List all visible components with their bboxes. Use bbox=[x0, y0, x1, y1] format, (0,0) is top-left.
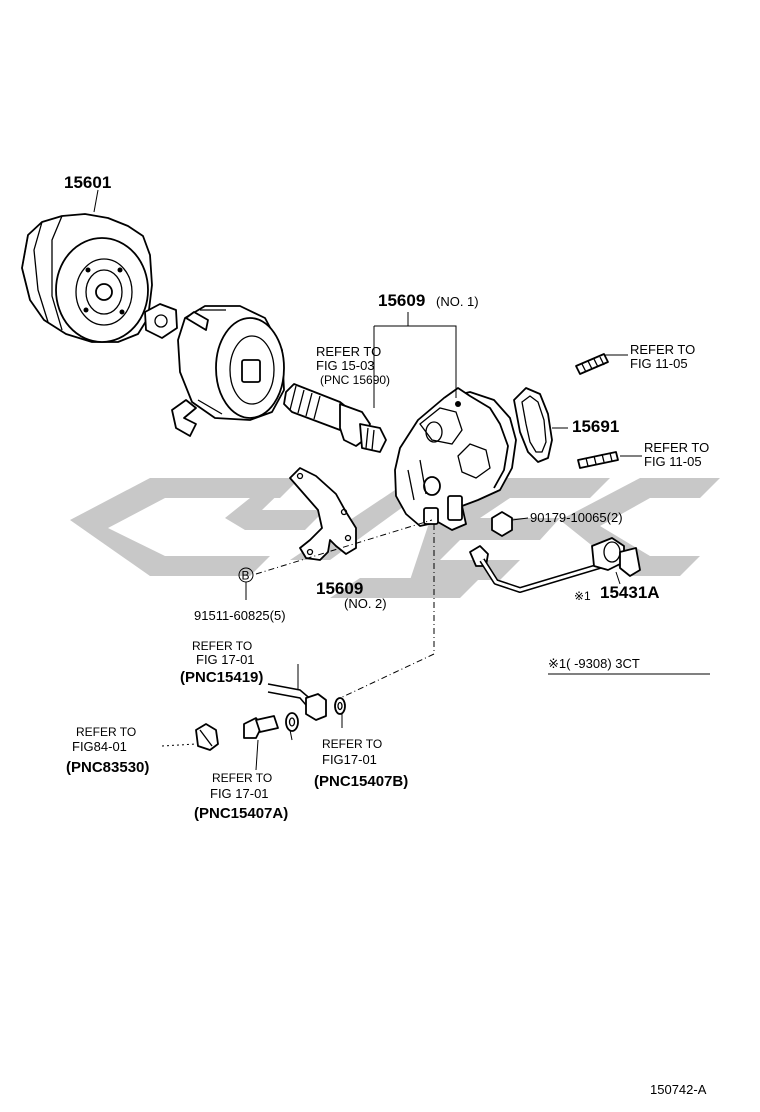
refer-fig-84-01-line2: FIG84-01 bbox=[72, 739, 127, 754]
callout-b: B bbox=[242, 569, 250, 583]
filter-bracket-no2-part[interactable] bbox=[289, 467, 357, 561]
nut-90179-part[interactable] bbox=[491, 511, 513, 537]
refer-fig-11-05-b-line1: REFER TO bbox=[644, 440, 709, 455]
gasket-part[interactable] bbox=[513, 387, 553, 463]
oil-filter-part[interactable] bbox=[21, 213, 153, 343]
refer-fig-15-03-line1: REFER TO bbox=[316, 344, 381, 359]
refer-fig-17-01-c-line2: FIG 17-01 bbox=[210, 786, 269, 801]
union-bolt-part[interactable] bbox=[283, 383, 387, 453]
callout-b-circle bbox=[238, 567, 254, 583]
refer-fig-17-01-b-line1: REFER TO bbox=[322, 737, 382, 751]
oil-pipe-part[interactable] bbox=[469, 537, 641, 593]
part-number-15431a: 15431A bbox=[600, 583, 660, 602]
gasket-small-part[interactable] bbox=[285, 712, 299, 732]
refer-fig-17-01-a-line1: REFER TO bbox=[192, 639, 252, 653]
oil-pressure-switch-part[interactable] bbox=[195, 723, 219, 751]
oil-cooler-part[interactable] bbox=[171, 305, 285, 437]
refer-fig-17-01-b-line2: FIG17-01 bbox=[322, 752, 377, 767]
hex-nut-part[interactable] bbox=[144, 303, 178, 339]
part-number-15609-no2: 15609 bbox=[316, 579, 363, 598]
part-number-15691: 15691 bbox=[572, 417, 619, 436]
stud-bolt-upper-part[interactable] bbox=[575, 353, 609, 375]
mark-note-1: ※1 bbox=[574, 589, 591, 603]
refer-fig-15-03-line3: (PNC 15690) bbox=[320, 373, 390, 387]
label-no1: (NO. 1) bbox=[436, 294, 479, 309]
applicability-note: ※1( -9308) 3CT bbox=[548, 656, 640, 671]
figure-id: 150742-A bbox=[650, 1082, 707, 1097]
part-number-91511: 91511-60825(5) bbox=[194, 608, 286, 623]
filter-bracket-no1-part[interactable] bbox=[394, 387, 517, 531]
washer-part[interactable] bbox=[334, 697, 346, 715]
hose-part[interactable] bbox=[267, 683, 327, 721]
part-number-90179: 90179-10065(2) bbox=[530, 510, 623, 525]
refer-fig-17-01-a-line2: FIG 17-01 bbox=[196, 652, 255, 667]
refer-fig-11-05-b-line2: FIG 11-05 bbox=[644, 454, 702, 469]
stud-bolt-lower-part[interactable] bbox=[577, 451, 619, 469]
refer-fig-84-01-line1: REFER TO bbox=[76, 725, 136, 739]
refer-fig-17-01-a-line3: (PNC15419) bbox=[180, 669, 263, 686]
watermark-logo bbox=[70, 478, 720, 598]
refer-fig-17-01-c-line3: (PNC15407A) bbox=[194, 805, 288, 822]
refer-fig-84-01-line3: (PNC83530) bbox=[66, 759, 149, 776]
refer-fig-15-03-line2: FIG 15-03 bbox=[316, 358, 375, 373]
refer-fig-17-01-b-line3: (PNC15407B) bbox=[314, 773, 408, 790]
refer-fig-17-01-c-line1: REFER TO bbox=[212, 771, 272, 785]
label-no2: (NO. 2) bbox=[344, 596, 387, 611]
union-bolt-small-part[interactable] bbox=[243, 715, 279, 739]
refer-fig-11-05-a-line1: REFER TO bbox=[630, 342, 695, 357]
refer-fig-11-05-a-line2: FIG 11-05 bbox=[630, 356, 688, 371]
leader-lines bbox=[93, 189, 710, 771]
part-number-15601: 15601 bbox=[64, 173, 111, 192]
part-number-15609-no1: 15609 bbox=[378, 291, 425, 310]
